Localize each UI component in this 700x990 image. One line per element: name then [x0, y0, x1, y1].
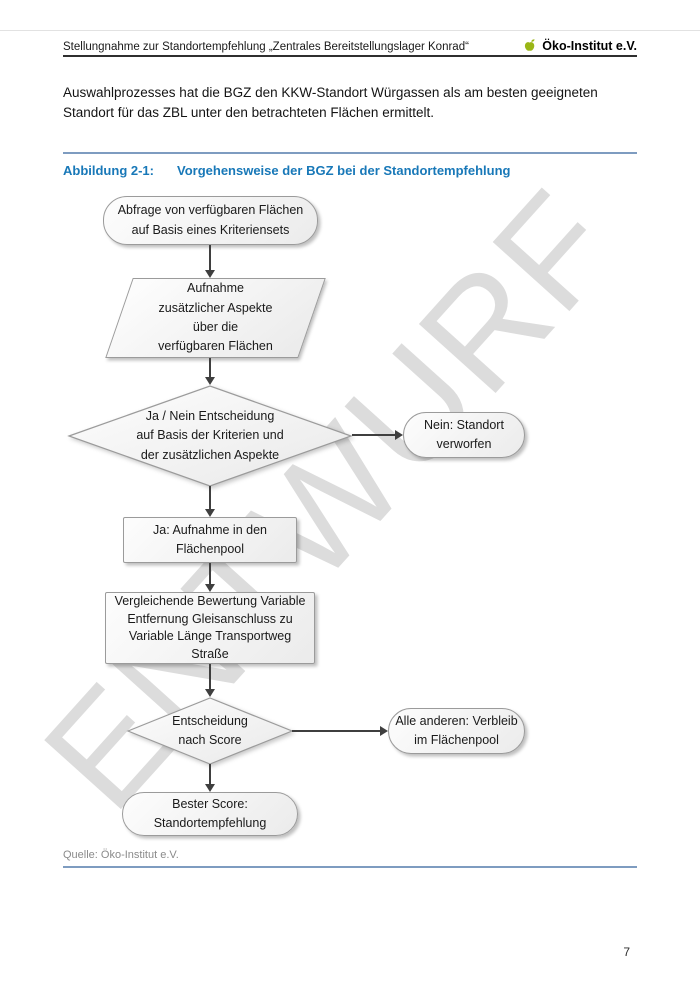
- figure-label: Abbildung 2-1:: [63, 163, 154, 178]
- connector-line: [209, 245, 211, 271]
- flow-node-label: Abfrage von verfügbaren Flächen auf Basi…: [117, 203, 304, 237]
- flow-node-rejected: Nein: Standort verworfen: [403, 412, 525, 458]
- diamond-polygon: [67, 385, 353, 487]
- arrowhead-right-icon: [395, 430, 403, 440]
- connector-line: [352, 434, 395, 436]
- header-rule: [63, 55, 637, 57]
- flow-node-label: Aufnahme zusätzlicher Aspekte über die v…: [158, 281, 273, 354]
- figure-source: Quelle: Öko-Institut e.V.: [63, 849, 179, 861]
- flow-node-label: Vergleichende Bewertung Variable Entfern…: [114, 594, 306, 661]
- body-paragraph: Auswahlprozesses hat die BGZ den KKW-Sta…: [63, 85, 598, 121]
- flow-node-compare: Vergleichende Bewertung Variable Entfern…: [105, 592, 315, 664]
- flow-node-start: Abfrage von verfügbaren Flächen auf Basi…: [103, 196, 318, 245]
- arrowhead-right-icon: [380, 726, 388, 736]
- arrowhead-down-icon: [205, 689, 215, 697]
- arrowhead-down-icon: [205, 784, 215, 792]
- flow-node-label: Ja: Aufnahme in den Flächenpool: [153, 522, 267, 556]
- flow-node-label: Bester Score: Standortempfehlung: [153, 796, 267, 830]
- apple-leaf-icon: [525, 39, 535, 51]
- flow-node-pool: Ja: Aufnahme in den Flächenpool: [123, 517, 297, 563]
- flow-node-label-wrap: Ja / Nein Entscheidung auf Basis der Kri…: [66, 383, 354, 489]
- org-logo: Öko-Institut e.V.: [522, 38, 637, 53]
- flow-node-decision-criteria: Ja / Nein Entscheidung auf Basis der Kri…: [66, 383, 354, 489]
- connector-line: [209, 486, 211, 511]
- page-top-rule: [0, 30, 700, 31]
- connector-line: [209, 358, 211, 379]
- figure-title: Vorgehensweise der BGZ bei der Standorte…: [177, 163, 511, 178]
- flow-node-label: Ja / Nein Entscheidung auf Basis der Kri…: [136, 408, 284, 462]
- arrowhead-down-icon: [205, 270, 215, 278]
- figure-top-rule: [63, 152, 637, 154]
- arrowhead-down-icon: [205, 584, 215, 592]
- connector-line: [209, 664, 211, 691]
- flow-node-label: Alle anderen: Verbleib im Flächenpool: [395, 713, 518, 747]
- figure-bottom-rule: [63, 866, 637, 868]
- connector-line: [209, 764, 211, 786]
- page-header: Stellungnahme zur Standortempfehlung „Ze…: [63, 38, 637, 54]
- page-number: 7: [623, 945, 630, 959]
- flow-node-decision-score: Entscheidung nach Score: [126, 695, 294, 767]
- figure-caption: Abbildung 2-1: Vorgehensweise der BGZ be…: [63, 163, 637, 178]
- flow-node-remain: Alle anderen: Verbleib im Flächenpool: [388, 708, 525, 754]
- connector-line: [209, 563, 211, 586]
- diamond-shape: [67, 385, 353, 487]
- flow-node-label-wrap: Entscheidung nach Score: [126, 695, 294, 767]
- connector-line: [292, 730, 380, 732]
- flow-node-label: Entscheidung nach Score: [172, 713, 248, 747]
- org-logo-text: Öko-Institut e.V.: [542, 38, 637, 53]
- arrowhead-down-icon: [205, 377, 215, 385]
- document-title: Stellungnahme zur Standortempfehlung „Ze…: [63, 41, 469, 53]
- flow-node-best: Bester Score: Standortempfehlung: [122, 792, 298, 836]
- arrowhead-down-icon: [205, 509, 215, 517]
- flow-node-aspects: Aufnahme zusätzlicher Aspekte über die v…: [105, 278, 326, 358]
- flow-node-label-wrap: Aufnahme zusätzlicher Aspekte über die v…: [119, 278, 312, 358]
- flow-node-label: Nein: Standort verworfen: [424, 417, 504, 451]
